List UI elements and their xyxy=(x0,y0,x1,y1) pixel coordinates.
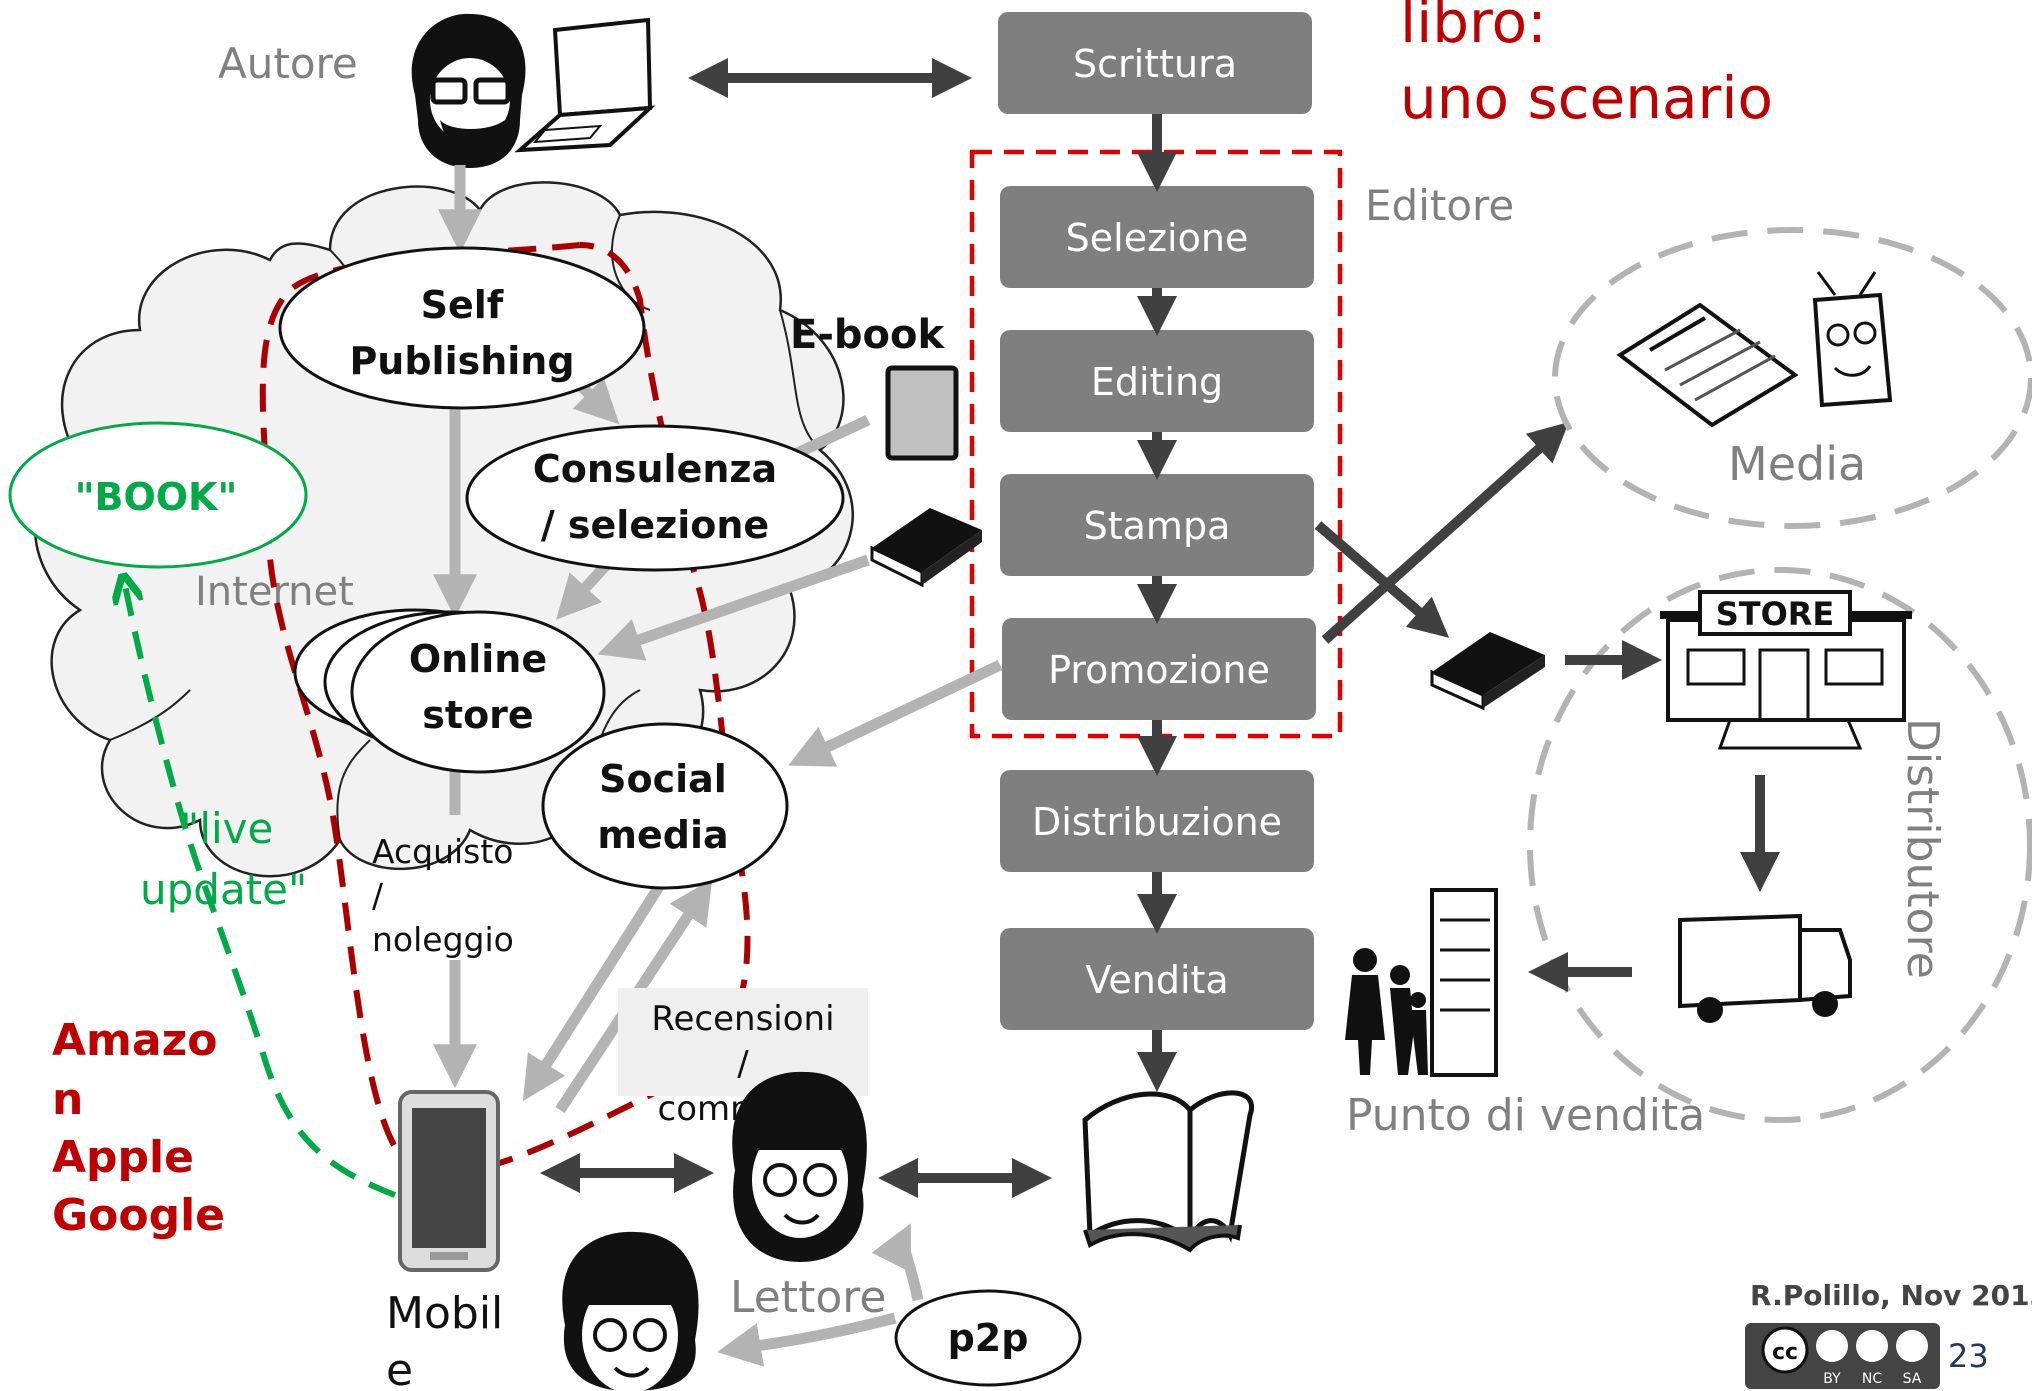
p2p-label: p2p xyxy=(948,1316,1029,1360)
footer-credit: R.Polillo, Nov 2013 xyxy=(1750,1279,2032,1312)
step-box-distribuzione: Distribuzione xyxy=(1000,770,1314,872)
company-amazon-2: n xyxy=(52,1074,83,1125)
step-box-scrittura: Scrittura xyxy=(998,12,1312,114)
step-box-vendita: Vendita xyxy=(1000,928,1314,1030)
point-of-sale-label: Punto di vendita xyxy=(1346,1090,1705,1141)
promozione-to-media-arrow xyxy=(1321,422,1569,644)
step-label: Scrittura xyxy=(1073,42,1237,86)
reviews-line-2: / xyxy=(737,1044,749,1084)
store-sign: STORE xyxy=(1716,595,1835,633)
license-sa: SA xyxy=(1903,1371,1922,1387)
title-line-2: uno scenario xyxy=(1400,64,1773,132)
license-nc: NC xyxy=(1862,1371,1882,1387)
reviews-line-1: Recensioni xyxy=(651,999,834,1039)
self-publishing-line-2: Publishing xyxy=(349,339,574,383)
media-label: Media xyxy=(1728,437,1866,491)
acquisto-line-3: noleggio xyxy=(372,920,514,959)
author-label: Autore xyxy=(218,39,358,88)
p2p-node xyxy=(894,1289,1082,1387)
online-store-node: Online store xyxy=(293,608,606,774)
media-dashed-circle xyxy=(1552,227,2032,529)
distributore-label: Distributore xyxy=(1897,718,1948,979)
author-icon xyxy=(411,13,526,168)
distributore-dashed-circle xyxy=(1527,567,2032,1123)
step-box-editing: Editing xyxy=(1000,330,1314,432)
open-book-icon xyxy=(1082,1090,1255,1253)
stampa-to-book-arrow xyxy=(1314,521,1450,638)
laptop-icon xyxy=(514,17,656,153)
acquisto-line-1: Acquisto xyxy=(372,832,514,871)
editore-label: Editore xyxy=(1365,181,1514,230)
license-by: BY xyxy=(1823,1371,1841,1387)
social-media-line-1: Social xyxy=(599,757,727,801)
second-reader-icon xyxy=(562,1231,699,1391)
store-icon: STORE xyxy=(1660,590,1912,750)
company-google: Google xyxy=(52,1190,225,1241)
svg-text:cc: cc xyxy=(1772,1340,1798,1365)
title-line-1: libro: xyxy=(1400,0,1547,56)
step-label: Stampa xyxy=(1084,504,1231,548)
social-media-node: Social media xyxy=(541,722,789,890)
consulenza-node: Consulenza / selezione xyxy=(465,424,845,572)
step-box-selezione: Selezione xyxy=(1000,186,1314,288)
page-number: 23 xyxy=(1948,1337,1989,1375)
company-apple: Apple xyxy=(52,1132,194,1183)
truck-icon xyxy=(1678,913,1852,1023)
step-label: Vendita xyxy=(1085,958,1228,1002)
mobile-device-icon xyxy=(398,1090,500,1272)
consulenza-line-2: / selezione xyxy=(541,503,769,547)
book-bubble-label: "BOOK" xyxy=(75,475,238,519)
online-store-line-1: Online xyxy=(409,637,547,681)
live-update-dashed-arrow xyxy=(125,585,397,1198)
acquisto-line-2: / xyxy=(372,876,384,915)
step-box-stampa: Stampa xyxy=(1000,474,1314,576)
ebook-label: E-book xyxy=(790,312,946,358)
step-label: Distribuzione xyxy=(1032,800,1282,844)
online-store-line-2: store xyxy=(422,693,533,737)
company-amazon-1: Amazo xyxy=(52,1015,217,1066)
step-label: Selezione xyxy=(1066,216,1249,260)
consulenza-line-1: Consulenza xyxy=(533,447,777,491)
self-publishing-line-1: Self xyxy=(421,283,504,327)
reader-label: Lettore xyxy=(730,1272,886,1323)
book-to-store-icon xyxy=(1430,632,1545,711)
reader-icon xyxy=(732,1071,867,1262)
printed-book-icon xyxy=(870,508,982,588)
ebook-reader-icon xyxy=(885,365,959,461)
tv-icon xyxy=(1812,271,1893,408)
social-media-line-2: media xyxy=(597,813,728,857)
step-label: Editing xyxy=(1091,360,1223,404)
mobile-label-2: e xyxy=(386,1345,413,1391)
self-publishing-node: Self Publishing xyxy=(278,246,646,410)
cc-license-badge: cc BY NC SA xyxy=(1745,1323,1940,1389)
step-box-promozione: Promozione xyxy=(1002,618,1316,720)
newspaper-icon xyxy=(1616,302,1799,428)
bookshop-people-icon xyxy=(1345,888,1498,1077)
step-label: Promozione xyxy=(1048,648,1270,692)
book-bubble xyxy=(8,421,308,569)
live-update-line-1: "live xyxy=(180,804,273,853)
mobile-label-1: Mobil xyxy=(386,1288,503,1339)
live-update-line-2: update" xyxy=(140,865,307,914)
